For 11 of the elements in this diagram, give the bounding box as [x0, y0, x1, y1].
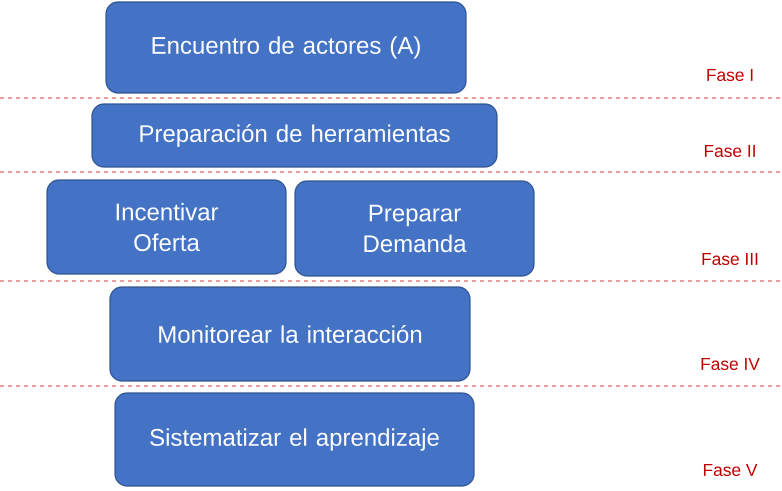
- process-box: Sistematizar el aprendizaje: [114, 392, 475, 487]
- phase-label: Fase III: [702, 252, 758, 266]
- phase-label: Fase IV: [702, 358, 760, 370]
- phase-label: Fase I: [707, 68, 752, 82]
- process-box: Incentivar Oferta: [46, 179, 287, 275]
- phase-label: Fase II: [704, 144, 755, 158]
- process-box: Encuentro de actores (A): [105, 1, 467, 94]
- phase-label: Fase V: [704, 464, 758, 476]
- process-box: Monitorear la interacción: [109, 286, 471, 382]
- process-box: Preparación de herramientas: [91, 103, 498, 168]
- process-box: Preparar Demanda: [294, 180, 535, 277]
